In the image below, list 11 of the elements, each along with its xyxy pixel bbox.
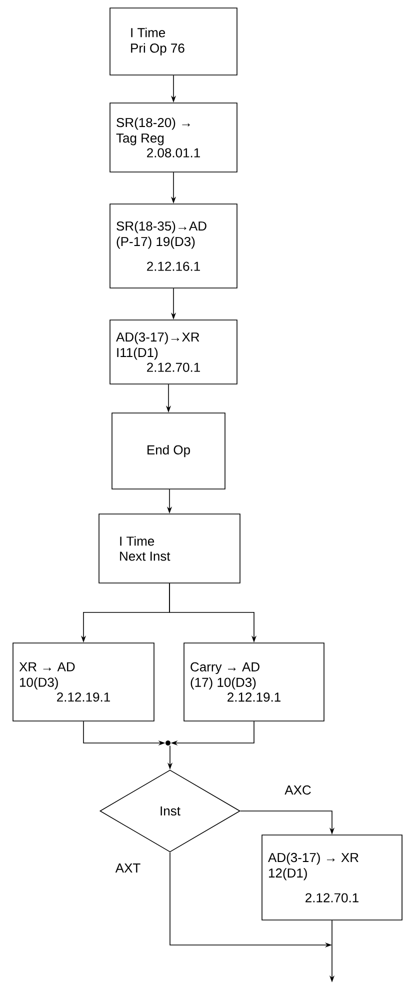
process-box: I Time Next Inst bbox=[98, 514, 240, 584]
process-box: SR(18-20) → Tag Reg 2.08.01.1 bbox=[110, 102, 238, 172]
process-box: SR(18-35)→AD (P-17) 19(D3) 2.12.16.1 bbox=[110, 204, 238, 288]
process-box: AD(3-17) → XR 12(D1) 2.12.70.1 bbox=[262, 834, 402, 920]
process-box: I Time Pri Op 76 bbox=[110, 8, 238, 76]
edge-label: AXC bbox=[284, 784, 312, 796]
edge-label: AXT bbox=[114, 862, 142, 874]
process-box: AD(3-17)→XR I11(D1) 2.12.70.1 bbox=[110, 320, 238, 384]
process-box: End Op bbox=[112, 412, 226, 490]
process-box: XR → AD 10(D3) 2.12.19.1 bbox=[12, 642, 154, 722]
process-box: Carry → AD (17) 10(D3) 2.12.19.1 bbox=[184, 642, 324, 722]
